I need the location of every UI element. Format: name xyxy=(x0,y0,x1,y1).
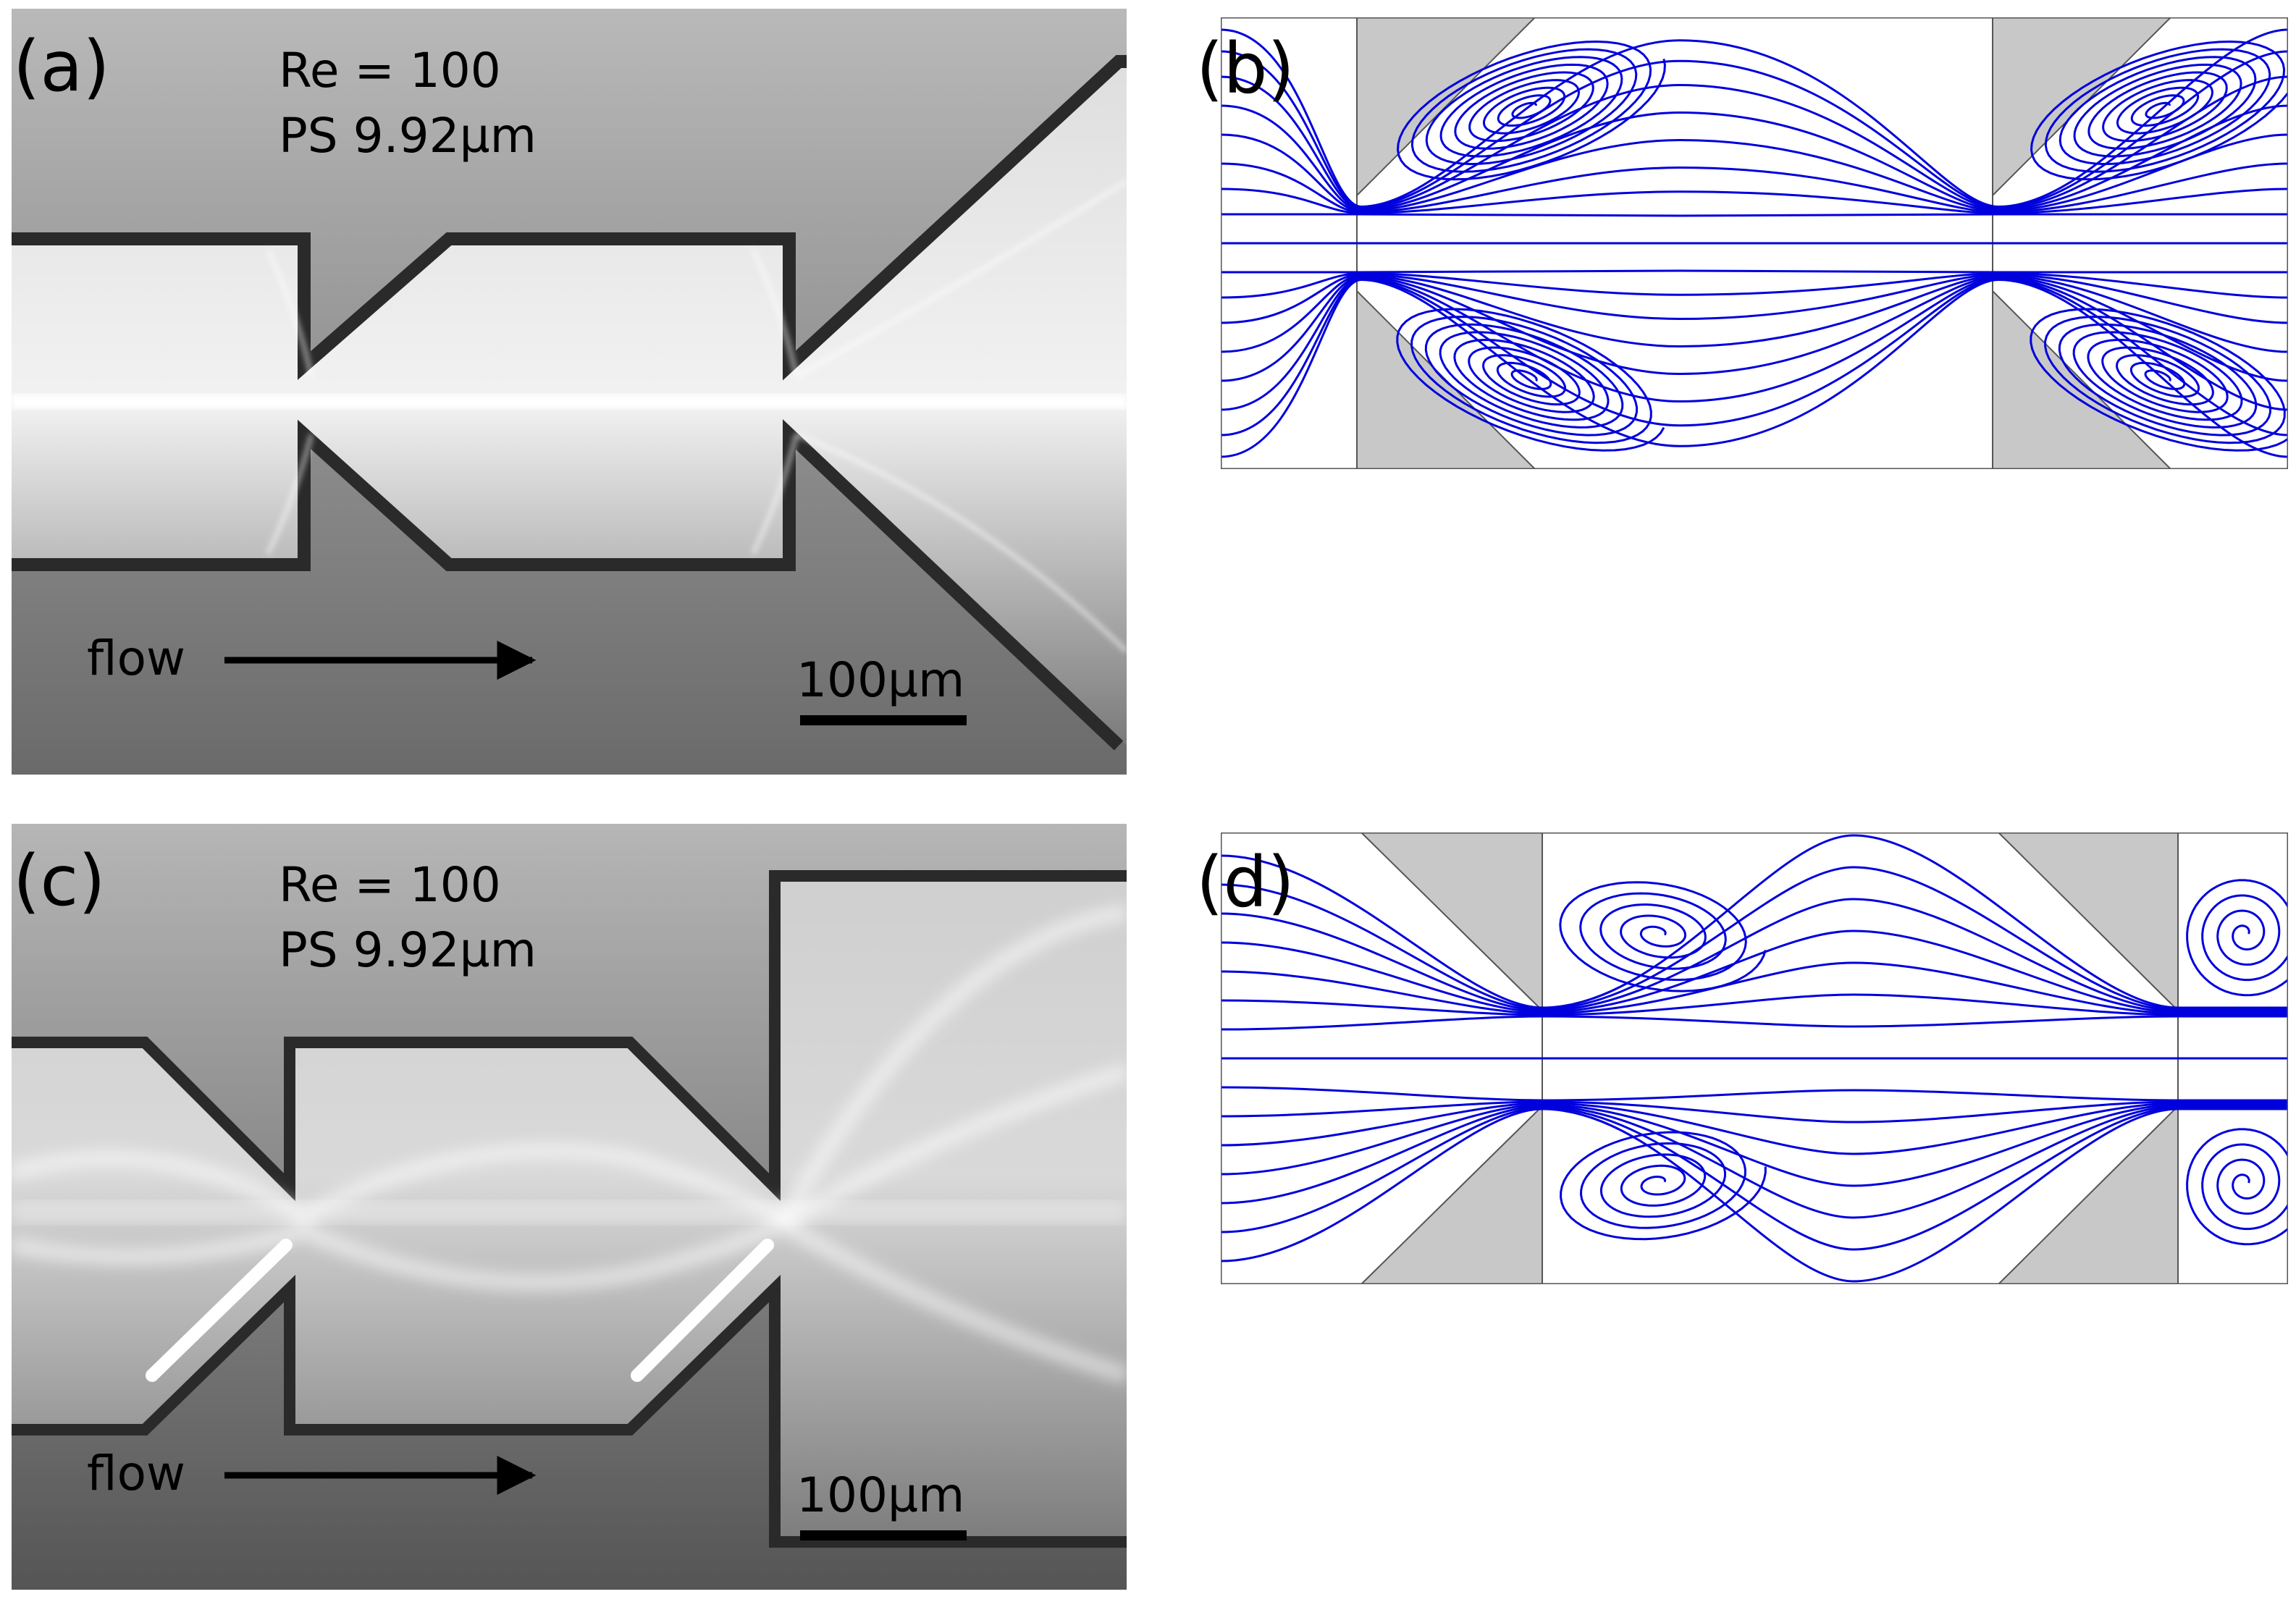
panel-b-streamline xyxy=(1221,269,2288,274)
panel-c-flow-label: flow xyxy=(87,1446,185,1501)
panel-b-streamline xyxy=(1221,162,2288,214)
panel-b-streamline xyxy=(1221,187,2288,215)
panel-d-vortex xyxy=(1559,881,1767,992)
panel-c-re-text: Re = 100 xyxy=(279,857,501,913)
panel-a-micrograph: (a) Re = 100 PS 9.92µm flow 100µm xyxy=(12,9,1129,775)
panel-d-streamline xyxy=(1221,1106,2288,1251)
panel-c-micrograph: (c) Re = 100 PS 9.92µm flow 100µm xyxy=(9,824,1130,1590)
panel-b-streamline xyxy=(1221,104,2288,211)
panel-d-streamline xyxy=(1221,1100,2288,1123)
panel-d-streamlines xyxy=(1221,834,2288,1283)
panel-c-ps-text: PS 9.92µm xyxy=(279,922,537,978)
panel-b-label: (b) xyxy=(1196,28,1295,109)
panel-b-vortex xyxy=(2030,308,2288,452)
panel-b-streamline xyxy=(1221,273,2288,324)
panel-b-streamline xyxy=(1221,275,2288,382)
panel-c-scale-bar xyxy=(800,1530,967,1540)
panel-a-scale-label: 100µm xyxy=(796,652,964,708)
panel-a-ps-text: PS 9.92µm xyxy=(279,108,537,164)
panel-d-vortex xyxy=(2186,879,2288,997)
panel-a-label: (a) xyxy=(13,26,110,107)
panel-d-streamline xyxy=(1221,834,2288,1009)
panel-b-streamline xyxy=(1221,133,2288,213)
panel-d-streamline xyxy=(1221,866,2288,1011)
panel-b-streamlines xyxy=(1221,28,2288,458)
panel-b-streamline xyxy=(1221,271,2288,299)
panel-b-streamline xyxy=(1221,28,2288,208)
panel-b-streamline xyxy=(1221,274,2288,353)
panel-d-obstacles xyxy=(1360,832,2179,1284)
panel-b-vortex xyxy=(1396,40,1666,181)
panel-a-scale-bar xyxy=(800,715,967,725)
panel-d-streamline xyxy=(1221,1108,2288,1283)
panel-d-streamline xyxy=(1221,993,2288,1016)
panel-d-streamline xyxy=(1221,1105,2288,1219)
panel-c-scale-label: 100µm xyxy=(796,1467,964,1523)
panel-b-vortex xyxy=(2030,40,2288,181)
panel-d-streamline xyxy=(1221,1015,2288,1031)
panel-d-vortex xyxy=(1560,1131,1767,1241)
panel-d-streamline xyxy=(1221,1102,2288,1155)
panel-d-streamline xyxy=(1221,1103,2288,1187)
panel-b-streamline-plot xyxy=(1221,17,2288,469)
panel-b-streamline xyxy=(1221,50,2288,209)
panel-d-vortex xyxy=(2186,1128,2288,1246)
panel-b-vortex xyxy=(1396,308,1665,452)
panel-b-streamline xyxy=(1221,278,2288,458)
panel-d-streamline xyxy=(1221,929,2288,1013)
panel-d-streamline-plot xyxy=(1221,832,2288,1284)
panel-d-label: (d) xyxy=(1196,842,1295,923)
panel-b-streamline xyxy=(1221,213,2288,217)
panel-a-flow-label: flow xyxy=(87,631,185,686)
panel-c-label: (c) xyxy=(13,840,106,922)
panel-a-re-text: Re = 100 xyxy=(279,43,501,98)
panel-d-streamline xyxy=(1221,1086,2288,1102)
panel-b-streamline xyxy=(1221,276,2288,411)
